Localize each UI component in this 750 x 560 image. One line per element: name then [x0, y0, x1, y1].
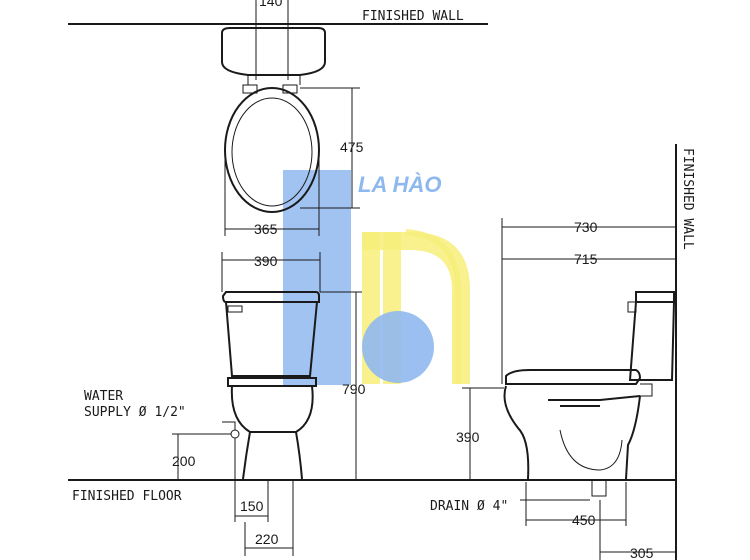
dim-200: 200 [172, 453, 196, 469]
water-supply-label-line1: WATER [84, 389, 123, 404]
top-view: 140 475 365 [221, 0, 364, 237]
front-view: 390 WATER SUPPLY Ø 1/2" 790 200 150 [84, 252, 366, 556]
dim-390-width: 390 [254, 253, 278, 269]
dim-715: 715 [574, 251, 598, 267]
finished-floor-label: FINISHED FLOOR [72, 489, 182, 504]
dim-790: 790 [342, 381, 366, 397]
side-view: 730 715 DRAIN Ø 4" 390 450 305 [430, 218, 676, 560]
dim-450: 450 [572, 512, 596, 528]
dim-730: 730 [574, 219, 598, 235]
finished-wall-top-label: FINISHED WALL [362, 9, 464, 24]
dim-150: 150 [240, 498, 264, 514]
watermark-logo: LA HÀO [283, 170, 470, 385]
watermark-text: LA HÀO [358, 172, 442, 197]
dim-365: 365 [254, 221, 278, 237]
dim-140: 140 [259, 0, 283, 9]
dim-220: 220 [255, 531, 279, 547]
dim-390-height: 390 [456, 429, 480, 445]
drain-label: DRAIN Ø 4" [430, 499, 508, 514]
dim-305: 305 [630, 545, 654, 560]
finished-wall-side-label: FINISHED WALL [680, 148, 695, 250]
dim-475: 475 [340, 139, 364, 155]
water-supply-label-line2: SUPPLY Ø 1/2" [84, 405, 186, 420]
